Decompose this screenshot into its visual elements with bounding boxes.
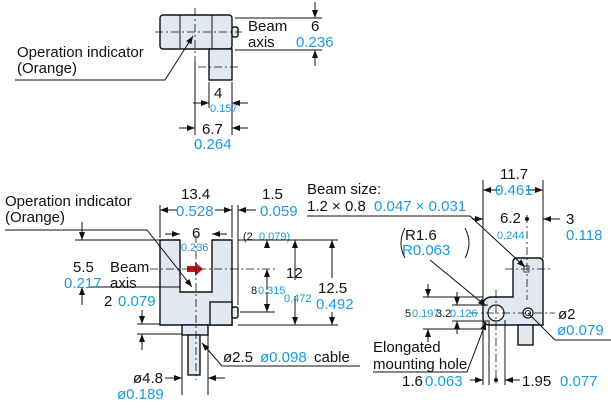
dim-in: ø0.079 <box>557 322 604 339</box>
beam-label: Beam <box>110 259 149 276</box>
top-view: Beam axis 6 0.236 Operation indicator (O… <box>15 2 334 153</box>
dim-mm: 1.5 <box>262 186 283 203</box>
dim-mm: ø2 <box>558 306 576 323</box>
dim-in: 0.118 <box>566 227 602 244</box>
hole-label: mounting hole <box>373 356 467 373</box>
dim-mm: 5 <box>405 308 411 320</box>
dim-mm: 6 <box>192 225 200 242</box>
hole-label: Elongated <box>373 339 441 356</box>
indicator-color: (Orange) <box>5 209 65 226</box>
dim-in: 0.079 <box>118 293 156 310</box>
dim-mm: 11.7 <box>500 166 528 183</box>
dim-in: 0.077 <box>560 373 598 390</box>
dim-in: R0.063 <box>402 242 450 259</box>
dim-mm: 13.4 <box>181 186 210 203</box>
dim-mm: 6 <box>311 18 319 35</box>
dim-in: 0.528 <box>176 203 214 220</box>
dim-in: 0.472 <box>284 293 312 305</box>
dim-mm: 3.2 <box>436 308 451 320</box>
dim-mm: (2 <box>243 231 253 243</box>
sensor-stem <box>208 48 233 81</box>
dim-in: 0.461 <box>495 182 533 199</box>
dim-in: 0.492 <box>316 296 354 313</box>
dim-in: 0.197 <box>412 308 440 320</box>
dim-mm: 12 <box>286 265 303 282</box>
dim-in: ø0.189 <box>117 386 164 403</box>
dim-in: 0.126 <box>450 308 478 320</box>
beam-size-in: 0.047 × 0.031 <box>374 198 466 215</box>
dim-mm: 2 <box>104 293 112 310</box>
axis-label: axis <box>110 275 137 292</box>
dim-in: 0.264 <box>194 136 232 153</box>
cable-label: cable <box>314 349 350 366</box>
cable-in: ø0.098 <box>260 349 307 366</box>
dim-mm: 1.6 <box>402 373 423 390</box>
dim-in: 0.157 <box>210 103 238 115</box>
indicator-label: Operation indicator <box>5 193 132 210</box>
dim-mm: R1.6 <box>405 227 437 244</box>
dim-mm: 6.2 <box>500 210 521 227</box>
dim-in: 0.217 <box>64 275 102 292</box>
side-view: 11.7 0.461 6.2 0.244 3 0.118 Beam size: … <box>307 166 611 390</box>
dim-in: 0.063 <box>425 373 463 390</box>
indicator-label: Operation indicator <box>17 44 144 61</box>
beam-label: Beam <box>248 18 287 35</box>
dim-in: 0.059 <box>260 203 298 220</box>
dim-mm: 4 <box>214 85 222 102</box>
axis-label: axis <box>248 34 275 51</box>
dim-mm: 12.5 <box>318 280 347 297</box>
dim-mm: 8 <box>251 285 257 297</box>
dim-mm: 6.7 <box>202 121 223 138</box>
dim-in: 0.236 <box>181 242 209 254</box>
dim-mm: 1.95 <box>522 373 551 390</box>
indicator-color: (Orange) <box>17 60 77 77</box>
dim-mm: 3 <box>566 211 574 228</box>
beam-size-label: Beam size: <box>307 181 381 198</box>
dim-in: 0.315 <box>258 285 286 297</box>
dim-in: 0.244 <box>497 230 525 242</box>
dim-in: 0.079) <box>259 231 290 243</box>
beam-size-mm: 1.2 × 0.8 <box>307 198 366 215</box>
dim-mm: ø4.8 <box>133 370 163 387</box>
dim-mm: 5.5 <box>73 259 94 276</box>
cable-mm: ø2.5 <box>223 349 253 366</box>
front-view: 13.4 0.528 6 0.236 1.5 0.059 (2 0.079) 8… <box>5 186 360 403</box>
dim-in: 0.236 <box>296 34 334 51</box>
